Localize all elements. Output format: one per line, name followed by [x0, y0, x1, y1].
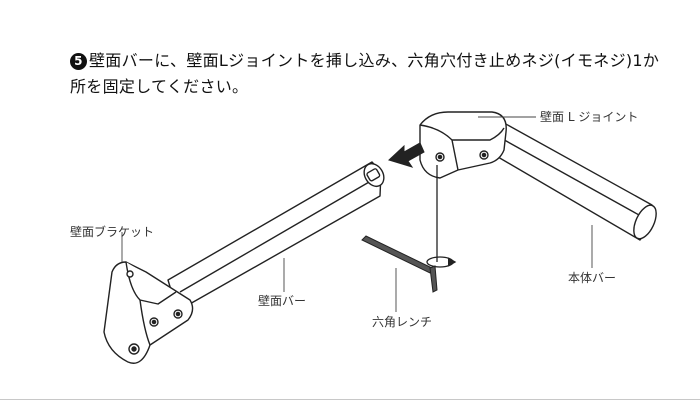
label-wall-bar: 壁面バー — [258, 293, 306, 308]
label-wall-l-joint: 壁面 L ジョイント — [540, 109, 638, 124]
instruction-body: 壁面バーに、壁面Lジョイントを挿し込み、六角穴付き止めネジ(イモネジ)1か所を固… — [70, 51, 660, 96]
wall-l-joint — [419, 111, 507, 179]
label-wall-bracket: 壁面ブラケット — [70, 224, 154, 239]
wall-bracket — [103, 261, 194, 364]
page-bottom-border — [0, 399, 700, 400]
step-number-badge: 5 — [70, 53, 87, 70]
leader-lines — [121, 116, 593, 312]
rotation-indicator — [426, 165, 457, 268]
label-main-bar: 本体バー — [568, 271, 616, 285]
label-hex-wrench: 六角レンチ — [372, 315, 432, 329]
main-bar — [485, 117, 657, 241]
insertion-arrow — [388, 142, 425, 168]
wall-bar — [167, 161, 385, 306]
hex-wrench — [361, 235, 438, 293]
